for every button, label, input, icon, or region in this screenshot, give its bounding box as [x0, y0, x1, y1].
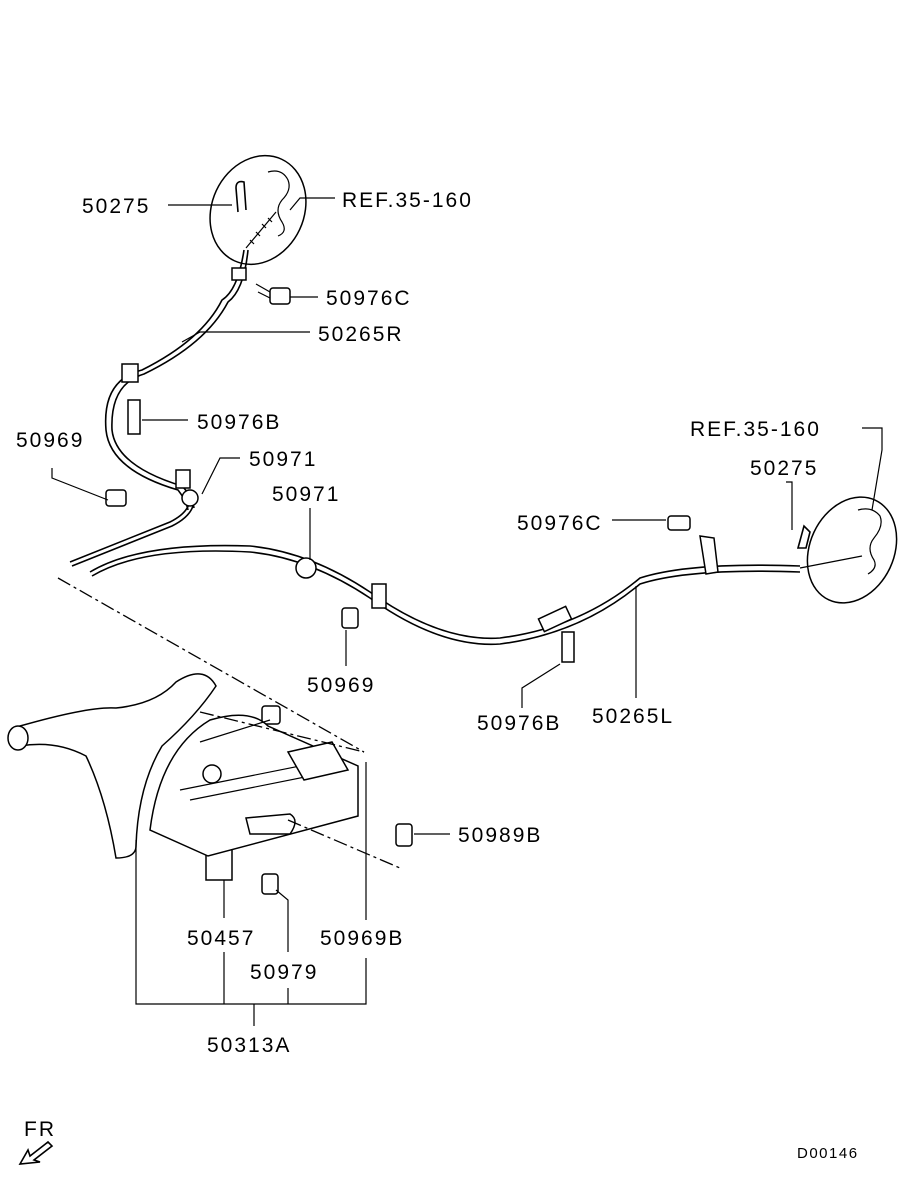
part-label-50275: 50275: [82, 195, 150, 218]
part-label-50976b: 50976B: [197, 411, 281, 434]
diagram-code: D00146: [797, 1145, 859, 1162]
part-label-50989b: 50989B: [458, 824, 542, 847]
part-label-50313a: 50313A: [207, 1034, 291, 1057]
part-label-50969: 50969: [307, 674, 375, 697]
part-label-50976b: 50976B: [477, 712, 561, 735]
part-label-50971: 50971: [272, 483, 340, 506]
part-label-50971: 50971: [249, 448, 317, 471]
part-label-50265l: 50265L: [592, 705, 674, 728]
front-label: FR: [24, 1118, 56, 1141]
part-label-50976c: 50976C: [326, 287, 412, 310]
parking-brake-lever: [7, 673, 359, 859]
front-direction-indicator: FR: [18, 1118, 56, 1165]
part-label-50969: 50969: [16, 429, 84, 452]
part-label-50457: 50457: [187, 927, 255, 950]
rear-brake-right: [209, 154, 307, 266]
cable-50265r: [104, 249, 245, 511]
rear-brake-left: [796, 496, 898, 604]
part-label-50976c: 50976C: [517, 512, 603, 535]
ref-label: REF.35-160: [690, 418, 821, 441]
part-label-50979: 50979: [250, 961, 318, 984]
cable-50265l: [89, 544, 801, 640]
ref-label: REF.35-160: [342, 189, 473, 212]
part-label-50275: 50275: [750, 457, 818, 480]
part-label-50969b: 50969B: [320, 927, 404, 950]
part-label-50265r: 50265R: [318, 323, 404, 346]
